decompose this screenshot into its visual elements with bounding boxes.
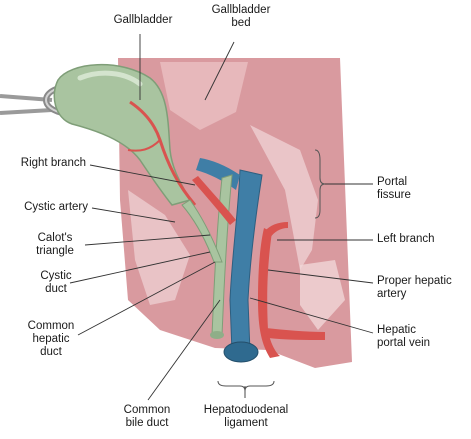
common-bile-line-2: bile duct [116,417,178,430]
cystic-duct-line-2: duct [36,283,76,296]
bile-duct-lumen [210,331,224,339]
proper-hepatic-line-2: artery [377,288,469,301]
label-right-branch: Right branch [2,157,86,170]
label-left-branch: Left branch [377,233,457,246]
label-portal-fissure: Portal fissure [377,176,437,202]
label-hepatic-portal-vein: Hepatic portal vein [377,324,457,350]
label-calots-triangle: Calot's triangle [28,232,82,258]
label-hepatoduodenal-ligament: Hepatoduodenal ligament [198,404,294,430]
common-hepatic-line-2: hepatic [24,333,78,346]
label-cystic-artery: Cystic artery [2,201,88,214]
calots-line-2: triangle [28,245,82,258]
label-proper-hepatic-artery: Proper hepatic artery [377,275,469,301]
gallbladder-text: Gallbladder [108,14,178,27]
common-bile-line-1: Common [116,404,178,417]
portal-fissure-line-2: fissure [377,189,437,202]
portal-vein-lumen [224,342,258,362]
cystic-artery-text: Cystic artery [2,201,88,214]
common-hepatic-line-3: duct [24,346,78,359]
label-common-bile-duct: Common bile duct [116,404,178,430]
portal-vein-line-1: Hepatic [377,324,457,337]
left-branch-text: Left branch [377,233,457,246]
portal-fissure-line-1: Portal [377,176,437,189]
calots-line-1: Calot's [28,232,82,245]
gallbladder-bed-line-2: bed [206,17,276,30]
label-gallbladder: Gallbladder [108,14,178,27]
label-gallbladder-bed: Gallbladder bed [206,4,276,30]
label-cystic-duct: Cystic duct [36,270,76,296]
right-branch-text: Right branch [2,157,86,170]
cystic-duct-line-1: Cystic [36,270,76,283]
gallbladder-bed-line-1: Gallbladder [206,4,276,17]
proper-hepatic-line-1: Proper hepatic [377,275,469,288]
label-common-hepatic-duct: Common hepatic duct [24,320,78,359]
common-hepatic-line-1: Common [24,320,78,333]
portal-vein-line-2: portal vein [377,337,457,350]
hepatoduodenal-line-2: ligament [198,417,294,430]
hepatoduodenal-bracket [218,381,274,391]
hepatoduodenal-line-1: Hepatoduodenal [198,404,294,417]
